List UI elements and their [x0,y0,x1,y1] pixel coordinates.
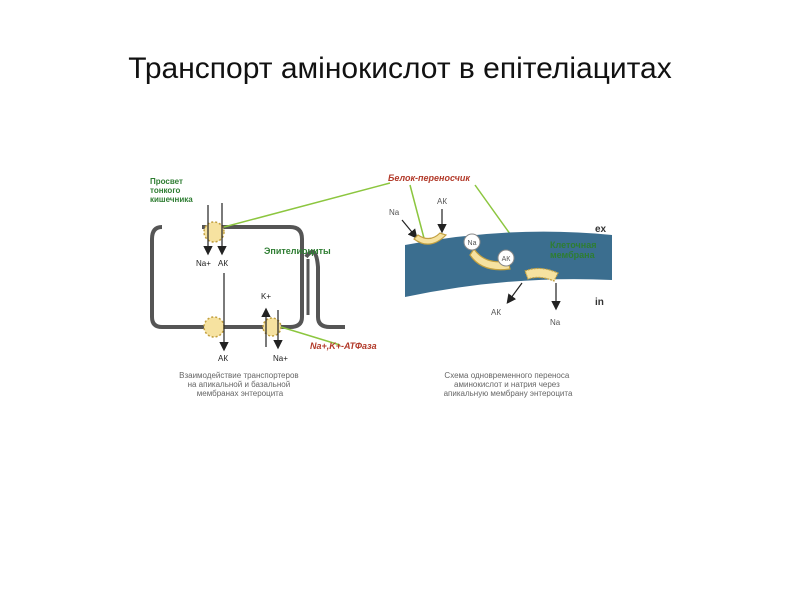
membrane-label: Клеточная мембрана [550,240,599,260]
ak-bubble [497,249,515,267]
label-ak-out: АК [491,308,501,317]
carrier-outer [413,232,448,245]
label-ak-bottom: АК [218,354,228,363]
label-ak-in: АК [437,197,447,206]
left-caption: Взаимодействие транспортеров на апикальн… [179,371,301,398]
carrier-leader-left [223,182,391,228]
right-panel: Na АК Na АК АК Na ex in Клеточная мембра… [388,173,612,398]
label-na-in: Na [389,208,400,217]
arrow-ak-out [506,282,523,304]
ak-bubble-label: АК [502,256,512,263]
cell-outline-left [150,225,202,329]
label-na-out: Na [550,318,561,327]
left-panel: Na+ АК АК K+ Na+ Просвет тонкого кишечни… [150,177,377,398]
apical-carrier [203,221,225,243]
slide-title: Транспорт амінокислот в епітеліацитах [128,52,672,85]
carrier-inner [469,247,511,271]
arrow-na-in [401,219,418,239]
transport-diagram: Na+ АК АК K+ Na+ Просвет тонкого кишечни… [150,173,612,398]
carrier-inner-face [524,267,559,282]
atpase-leader-line [280,326,341,346]
epithelium-label: Эпителиоциты [264,246,331,256]
label-ak-top: АК [218,259,228,268]
na-bubble-label: Na [468,240,477,247]
cell-outline-main [202,225,304,329]
amino-acid-transport-figure: Na+ АК АК K+ Na+ Просвет тонкого кишечни… [140,165,620,410]
label-ex: ex [595,224,607,235]
label-in: in [595,297,604,308]
carrier-protein-label: Белок-переносчик [388,173,470,183]
label-na-bottom: Na+ [273,354,288,363]
carrier-leader-mid [409,184,426,243]
basal-carrier [203,316,225,338]
label-na-top: Na+ [196,259,211,268]
right-caption: Схема одновременного переноса аминокисло… [444,371,573,398]
atpase-label: Na+,K+-АТФаза [310,341,377,351]
lumen-label: Просвет тонкого кишечника [150,177,193,204]
cell-outline-right [304,249,345,329]
label-k: K+ [261,292,271,301]
na-bubble [463,233,481,251]
